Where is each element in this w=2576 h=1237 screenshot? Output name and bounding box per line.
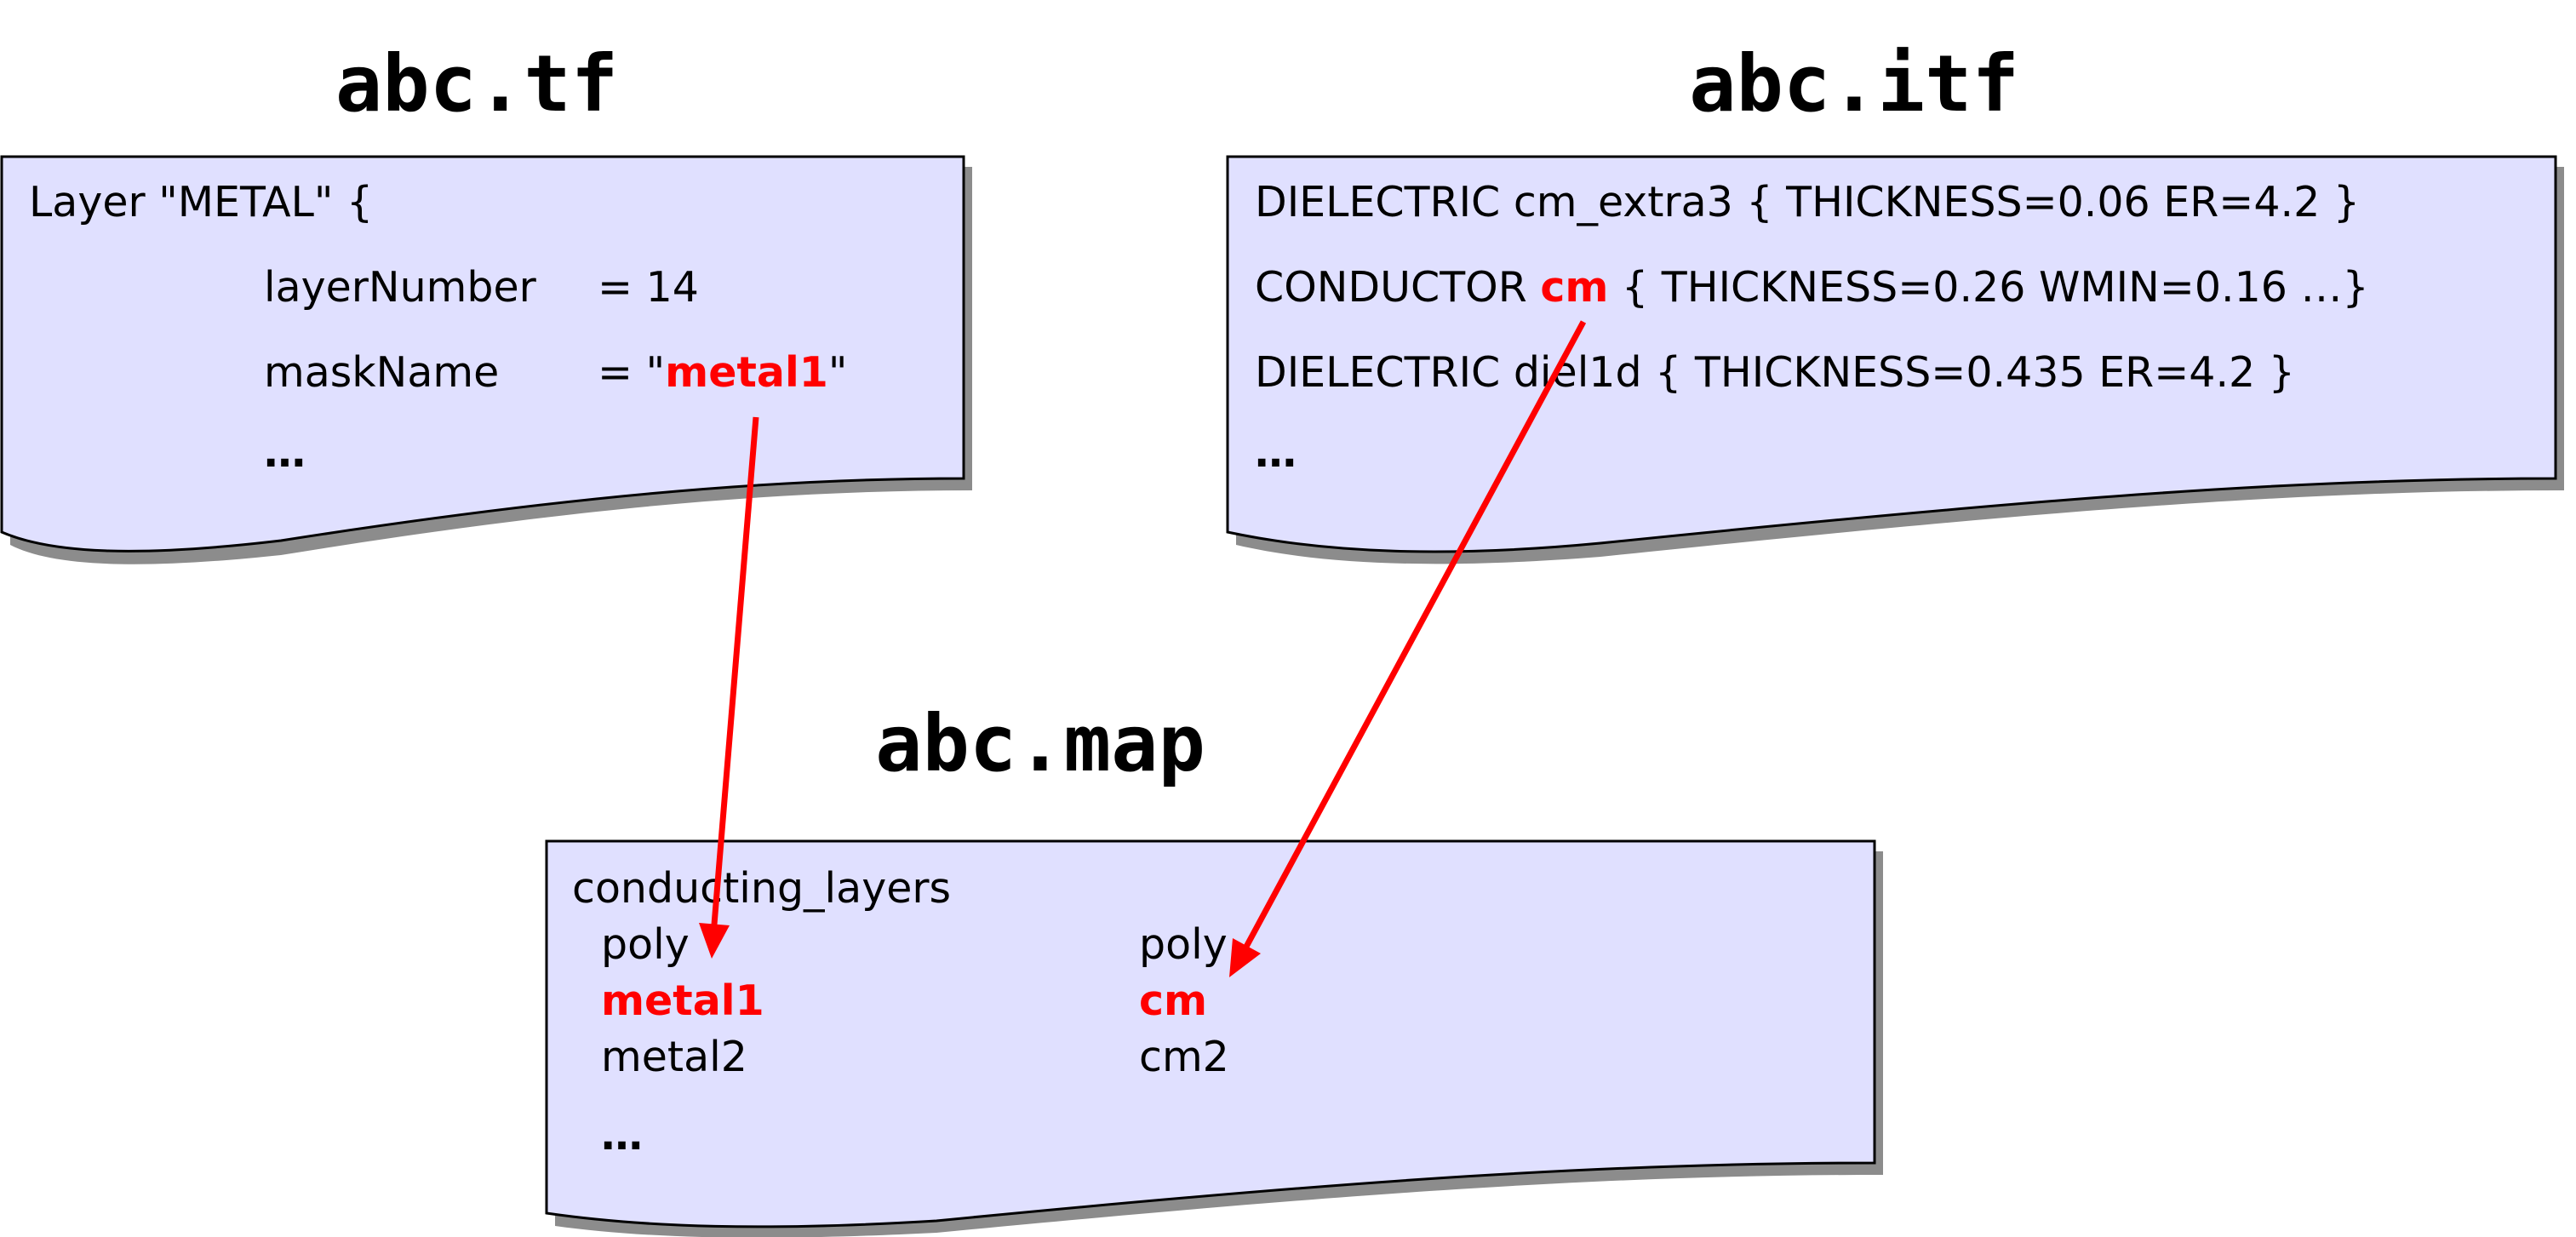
itf-document: DIELECTRIC cm_extra3 { THICKNESS=0.06 ER… [1226,155,2564,564]
tf-line-maskname-value: = "metal1" [598,348,847,397]
tf-line-maskname-key: maskName [264,348,499,397]
map-document: conducting_layers poly poly metal1 cm me… [545,839,1883,1237]
itf-title: abc.itf [1689,38,2019,129]
map-document-sheet [545,839,1876,1228]
tf-document-sheet [0,155,965,553]
arrow-cm [1229,320,1587,977]
map-row-1-left: poly [601,920,690,969]
arrow-metal1-shaft [711,416,759,925]
tf-title: abc.tf [335,38,618,129]
itf-line-dielectric-diel1d: DIELECTRIC diel1d { THICKNESS=0.435 ER=4… [1255,348,2295,397]
tf-line-layernumber-key: layerNumber [264,263,537,312]
map-row-2-right: cm [1139,976,1207,1025]
tf-line-layer: Layer "METAL" { [29,178,373,226]
itf-conductor-suffix: { THICKNESS=0.26 WMIN=0.16 …} [1608,263,2368,312]
tf-line-layernumber-value: = 14 [598,263,699,312]
map-row-3-left: metal2 [601,1033,747,1081]
itf-document-sheet [1226,155,2557,553]
itf-conductor-highlight: cm [1540,263,1608,312]
arrow-metal1 [699,416,759,959]
arrow-cm-shaft [1243,320,1587,948]
itf-ellipsis: … [1255,428,1297,477]
map-header: conducting_layers [572,864,951,913]
arrow-cm-head [1229,938,1261,977]
tf-maskname-prefix: = " [598,348,665,397]
tf-ellipsis: … [264,428,306,477]
map-title: abc.map [875,698,1205,789]
itf-line-dielectric-extra3: DIELECTRIC cm_extra3 { THICKNESS=0.06 ER… [1255,178,2360,226]
map-ellipsis: … [601,1111,643,1160]
itf-line-conductor: CONDUCTOR cm { THICKNESS=0.26 WMIN=0.16 … [1255,263,2369,312]
map-row-3-right: cm2 [1139,1033,1229,1081]
tf-maskname-suffix: " [828,348,848,397]
map-row-1-right: poly [1139,920,1228,969]
tf-document: Layer "METAL" { layerNumber = 14 maskNam… [0,155,972,564]
arrow-metal1-head [699,923,730,959]
itf-conductor-prefix: CONDUCTOR [1255,263,1540,312]
tf-maskname-highlight: metal1 [665,348,828,397]
map-row-2-left: metal1 [601,976,764,1025]
